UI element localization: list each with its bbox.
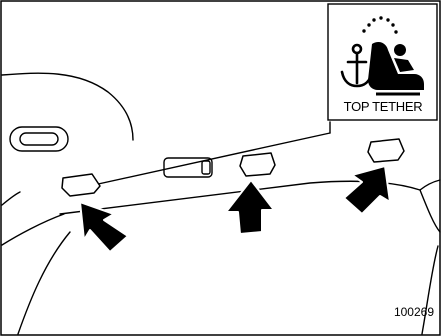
grab-handle [10, 127, 68, 151]
left-anchor [62, 174, 100, 196]
figure-number: 100269 [372, 305, 434, 319]
right-anchor [368, 139, 404, 162]
center-anchor [240, 153, 275, 176]
right-arrow [344, 166, 390, 214]
left-arrow [80, 202, 128, 252]
badge-caption: TOP TETHER [329, 99, 437, 114]
